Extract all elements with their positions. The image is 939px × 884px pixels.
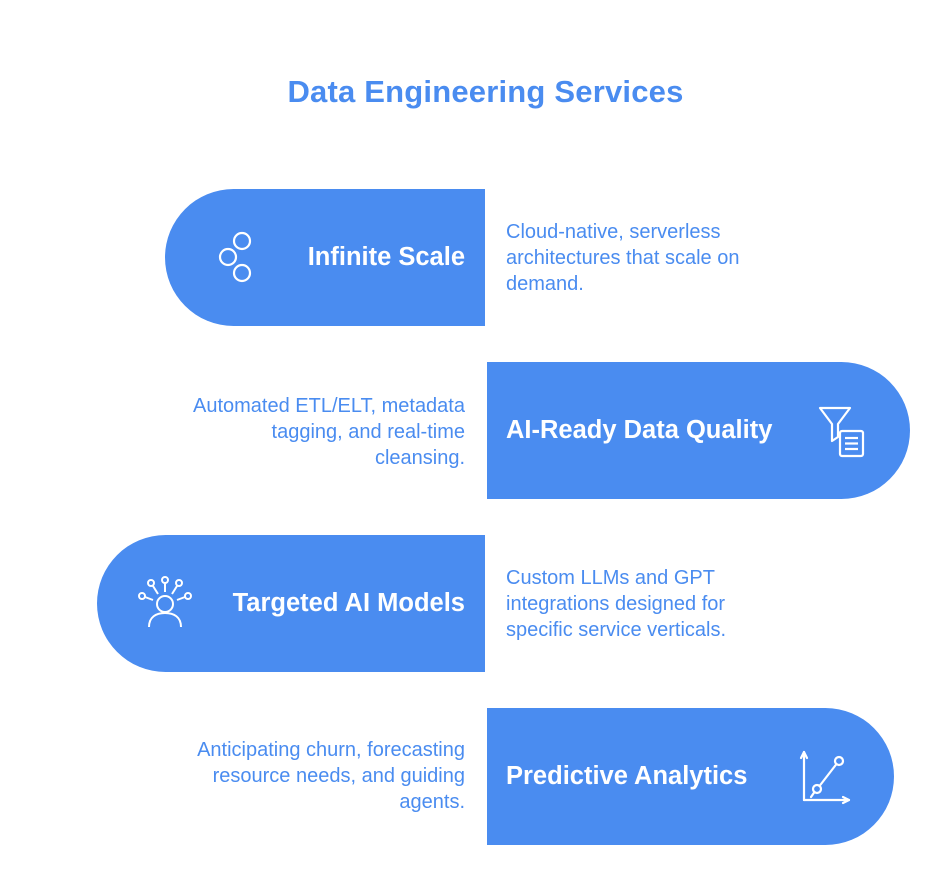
service-description-predictive-analytics: Anticipating churn, forecasting resource… (145, 737, 465, 815)
service-label: Predictive Analytics (506, 762, 748, 790)
service-description-targeted-ai-models: Custom LLMs and GPT integrations designe… (506, 565, 826, 643)
service-label: Infinite Scale (307, 243, 465, 271)
ai-person-network-icon (137, 576, 193, 631)
description-line: demand. (506, 273, 584, 295)
service-pill-predictive-analytics: Predictive Analytics (487, 708, 894, 845)
description-line: Cloud-native, serverless (506, 221, 721, 243)
description-line: agents. (399, 791, 465, 813)
diagram-title: Data Engineering Services (287, 74, 684, 109)
filter-document-icon (818, 405, 870, 459)
description-line: cleansing. (374, 447, 465, 469)
service-description-infinite-scale: Cloud-native, serverless architectures t… (506, 219, 826, 297)
service-label: Targeted AI Models (232, 589, 465, 617)
description-line: integrations designed for (506, 593, 726, 615)
nodes-link-icon (215, 231, 255, 283)
service-pill-infinite-scale: Infinite Scale (165, 189, 485, 326)
description-line: architectures that scale on (506, 247, 740, 269)
service-description-ai-ready-data-quality: Automated ETL/ELT, metadata tagging, and… (145, 393, 465, 471)
service-label: AI-Ready Data Quality (506, 416, 773, 444)
description-line: Automated ETL/ELT, metadata (192, 395, 465, 417)
trend-chart-icon (797, 748, 853, 806)
description-line: specific service verticals. (506, 619, 727, 641)
description-line: Custom LLMs and GPT (506, 567, 715, 589)
service-pill-ai-ready-data-quality: AI-Ready Data Quality (487, 362, 910, 499)
description-line: tagging, and real-time (271, 421, 465, 443)
description-line: Anticipating churn, forecasting (197, 739, 465, 761)
service-pill-targeted-ai-models: Targeted AI Models (97, 535, 485, 672)
description-line: resource needs, and guiding (212, 765, 465, 787)
